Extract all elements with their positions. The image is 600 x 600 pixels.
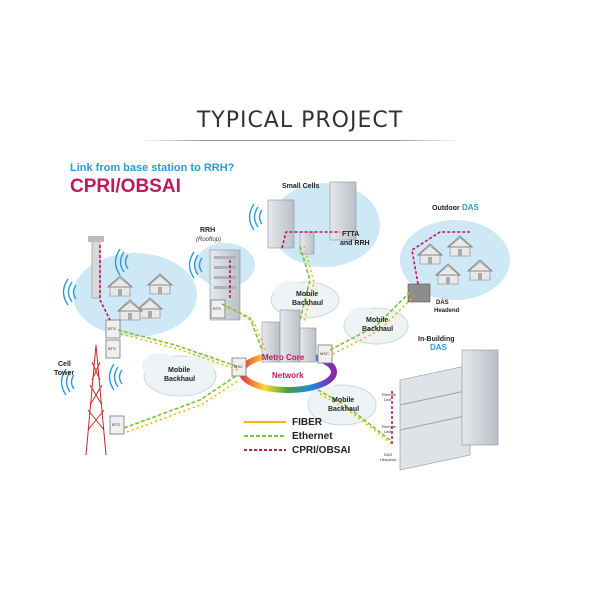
- coverage-area-residential: [73, 253, 197, 337]
- label-mobile-bottom: Mobile: [332, 397, 354, 404]
- label-remote-unit: Remote: [382, 424, 397, 429]
- metro-core-buildings: [261, 309, 317, 363]
- label-backhaul-left: Backhaul: [164, 376, 195, 383]
- label-mobile-left: Mobile: [168, 367, 190, 374]
- legend-label-ethernet: Ethernet: [292, 431, 333, 442]
- label-bts: BTS: [213, 306, 221, 311]
- label-headend-small: Headend: [380, 457, 396, 462]
- label-network: Network: [272, 371, 304, 380]
- label-outdoor: Outdoor: [432, 205, 460, 212]
- label-bts: BTS: [112, 422, 120, 427]
- label-rooftop: (Rooftop): [196, 237, 221, 243]
- legend-item-cpri-obsai: CPRI/OBSAI: [244, 445, 351, 456]
- label-cell: Cell: [58, 361, 71, 368]
- label-bts: BTS: [108, 326, 116, 331]
- label-das-small: DAS: [384, 452, 393, 457]
- legend-label-cpri-obsai: CPRI/OBSAI: [292, 445, 351, 456]
- label-mobile-top: Mobile: [296, 291, 318, 298]
- cell-tower: [85, 344, 107, 456]
- title-divider: [140, 140, 460, 141]
- label-in-building-das: DAS: [430, 343, 448, 352]
- label-unit: Unit: [384, 397, 392, 402]
- label-backhaul-top: Backhaul: [292, 300, 323, 307]
- label-rrh: RRH: [200, 227, 215, 234]
- label-bts: BTS: [108, 346, 116, 351]
- signal-icon: [108, 363, 123, 391]
- label-remote-unit: Remote: [382, 392, 397, 397]
- label-backhaul-right: Backhaul: [362, 326, 393, 333]
- in-building-das-building: [399, 349, 499, 471]
- label-das-headend-1: DAS: [436, 300, 449, 306]
- legend-item-fiber: FIBER: [244, 417, 323, 428]
- protocol-heading: CPRI/OBSAI: [70, 176, 181, 197]
- small-cell-buildings: [267, 181, 357, 255]
- legend-label-fiber: FIBER: [292, 417, 323, 428]
- legend-item-ethernet: Ethernet: [244, 431, 333, 442]
- label-small-cells: Small Cells: [282, 183, 319, 190]
- label-backhaul-bottom: Backhaul: [328, 406, 359, 413]
- label-ftta: FTTA: [342, 231, 359, 238]
- signal-icon: [248, 203, 263, 231]
- label-tower: Tower: [54, 370, 74, 377]
- label-unit: Unit: [384, 429, 392, 434]
- question-text: Link from base station to RRH?: [70, 162, 235, 174]
- label-das: DAS: [462, 203, 480, 212]
- label-msc: MSC: [320, 351, 329, 356]
- network-links: [99, 231, 470, 445]
- page-title: TYPICAL PROJECT: [196, 108, 404, 133]
- label-msc: MSC: [234, 364, 243, 369]
- label-das-headend-2: Headend: [434, 308, 460, 314]
- legend: FIBER Ethernet CPRI/OBSAI: [244, 417, 351, 456]
- cloud-backhaul-left: [142, 352, 217, 397]
- label-and-rrh: and RRH: [340, 240, 370, 247]
- label-in-building: In-Building: [418, 336, 455, 343]
- label-mobile-right: Mobile: [366, 317, 388, 324]
- label-metro-core: Metro Core: [262, 353, 305, 362]
